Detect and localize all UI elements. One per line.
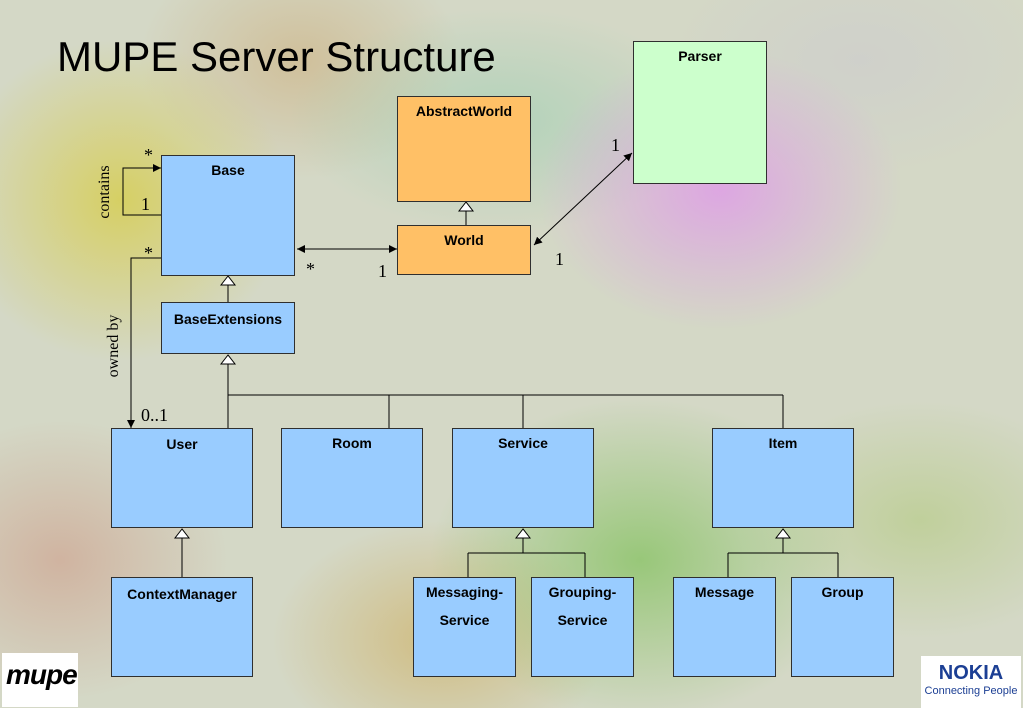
class-grouping-service-label-line2: Service (557, 612, 608, 628)
class-group: Group (791, 577, 894, 677)
service-generalization-triangle (514, 528, 532, 539)
class-base-extensions: BaseExtensions (161, 302, 295, 354)
abstractworld-generalization-triangle (457, 201, 475, 212)
class-base-extensions-label: BaseExtensions (173, 311, 283, 327)
base-generalization-triangle (219, 275, 237, 286)
nokia-wordmark: NOKIA (938, 662, 1004, 684)
base-world-base-multiplicity: * (306, 259, 315, 279)
owned-by-label: owned by (105, 314, 122, 378)
base-world-world-multiplicity: 1 (378, 261, 387, 281)
mupe-logo-text: mupe (6, 659, 78, 690)
class-parser-label: Parser (678, 48, 722, 64)
class-abstract-world: AbstractWorld (397, 96, 531, 202)
world-parser-parser-multiplicity: 1 (611, 135, 620, 155)
class-grouping-service: Grouping- Service (531, 577, 634, 677)
class-messaging-service-label-line2: Service (439, 612, 490, 628)
class-base-label: Base (211, 162, 245, 178)
owned-by-association (127, 257, 161, 428)
class-service-label: Service (498, 435, 548, 451)
class-service: Service (452, 428, 594, 528)
class-messaging-service: Messaging- Service (413, 577, 516, 677)
class-group-label: Group (821, 584, 864, 600)
class-message-label: Message (694, 584, 755, 600)
class-message: Message (673, 577, 776, 677)
class-context-manager-label: ContextManager (127, 586, 237, 602)
contains-association (122, 164, 161, 216)
item-generalization-triangle (774, 528, 792, 539)
owned-by-base-multiplicity: * (144, 243, 153, 263)
class-item-label: Item (768, 435, 798, 451)
class-context-manager: ContextManager (111, 577, 253, 677)
owned-by-user-multiplicity: 0..1 (141, 405, 168, 425)
class-world: World (397, 225, 531, 275)
contains-bottom-multiplicity: 1 (141, 194, 150, 214)
class-item: Item (712, 428, 854, 528)
class-room-label: Room (332, 435, 372, 451)
world-parser-world-multiplicity: 1 (555, 249, 564, 269)
nokia-logo: NOKIA Connecting People (921, 656, 1021, 708)
class-messaging-service-label-line1: Messaging- (425, 584, 503, 600)
class-parser: Parser (633, 41, 767, 184)
world-parser-association (533, 152, 633, 246)
mupe-logo: mupe (2, 653, 78, 707)
contains-label: contains (96, 165, 113, 219)
user-generalization-triangle (173, 528, 191, 539)
class-grouping-service-label-line1: Grouping- (548, 584, 617, 600)
class-world-label: World (444, 232, 484, 248)
nokia-slogan: Connecting People (924, 685, 1018, 697)
class-room: Room (281, 428, 423, 528)
contains-top-multiplicity: * (144, 145, 153, 165)
class-user: User (111, 428, 253, 528)
class-user-label: User (166, 436, 198, 452)
baseextensions-generalization-triangle (219, 354, 237, 365)
slide-title: MUPE Server Structure (57, 33, 496, 80)
class-base: Base (161, 155, 295, 276)
class-abstract-world-label: AbstractWorld (415, 103, 513, 119)
